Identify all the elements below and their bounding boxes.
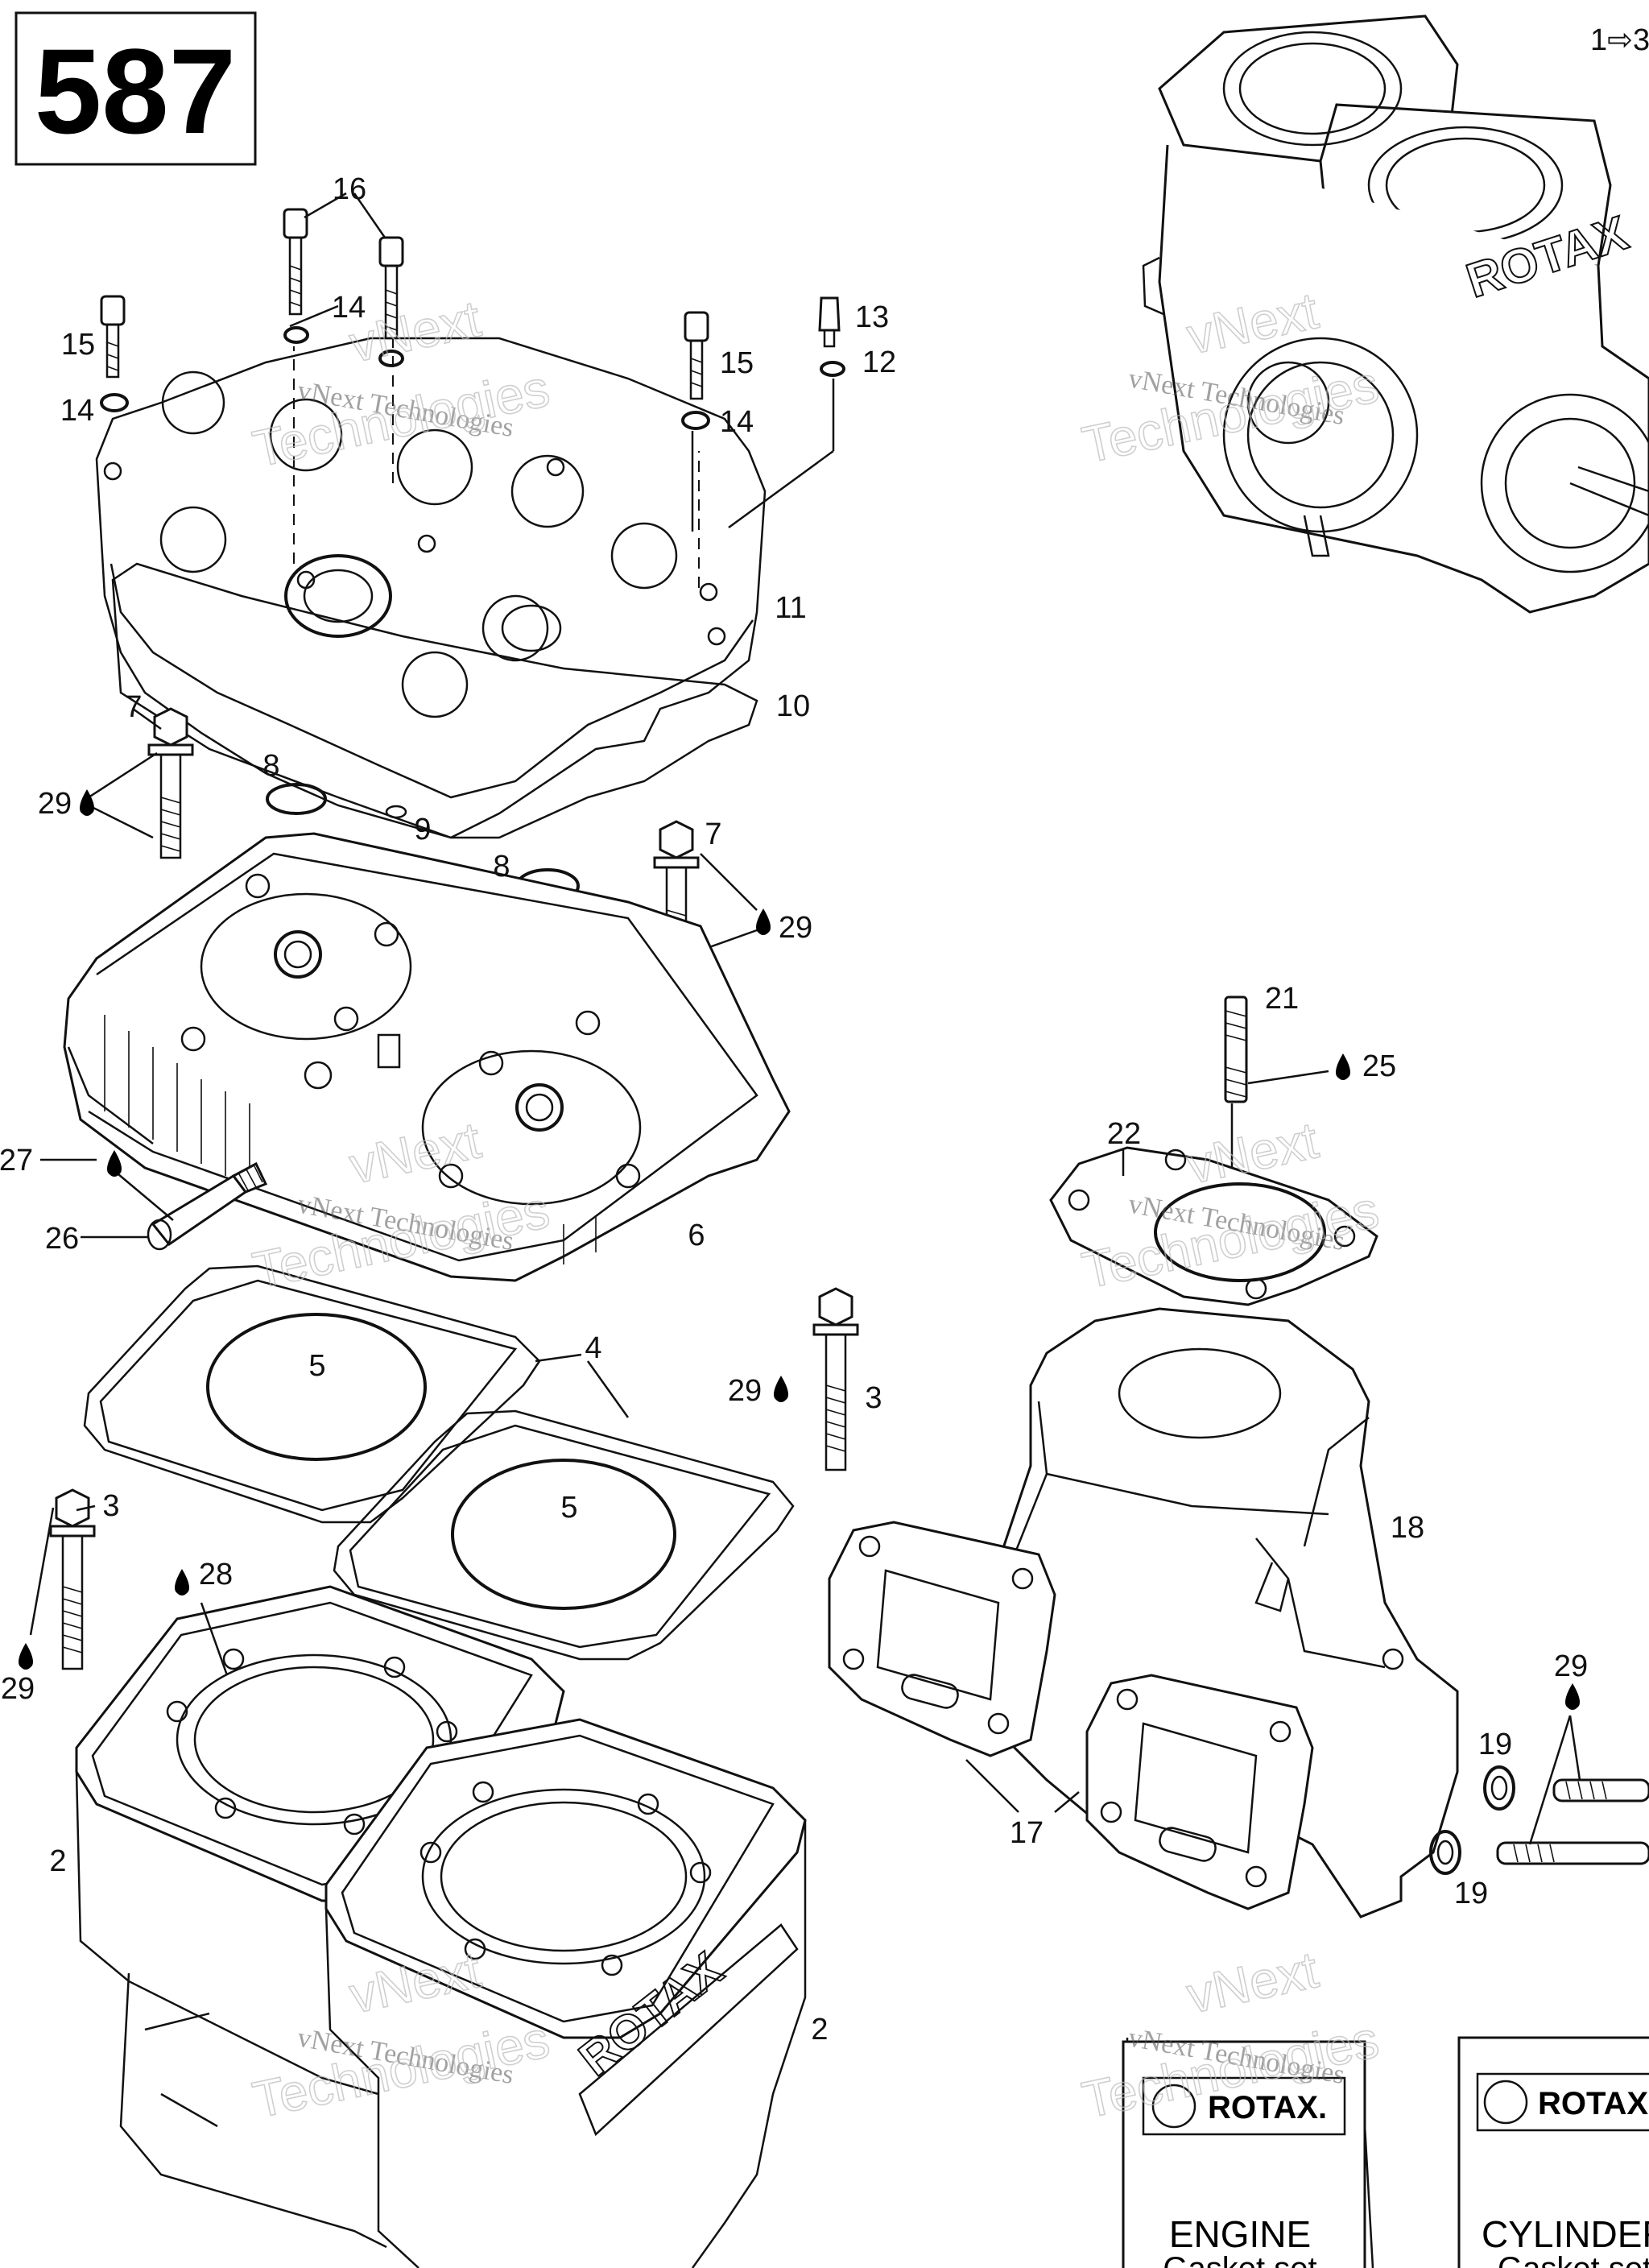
bolt-item-16a: [283, 208, 308, 316]
washer-items-14: [100, 326, 710, 430]
callout-14: 14: [332, 291, 366, 325]
callout-16: 16: [333, 172, 366, 206]
callout-29: 29: [728, 1374, 762, 1408]
callout-19: 19: [1478, 1728, 1512, 1761]
callout-5: 5: [308, 1349, 325, 1383]
callout-15: 15: [720, 346, 754, 380]
callout-9: 9: [414, 813, 431, 846]
callout-8: 8: [262, 749, 279, 783]
callout-15: 15: [61, 328, 95, 362]
leader-lines-top: [289, 192, 835, 532]
callout-22: 22: [1107, 1117, 1141, 1151]
callout-4: 4: [585, 1331, 601, 1365]
callout-2: 2: [811, 2013, 828, 2047]
drop-icon: [80, 789, 94, 816]
callout-29: 29: [1, 1672, 35, 1706]
callout-13: 13: [855, 300, 889, 334]
bolt-item-15b: [684, 311, 709, 400]
callout-29: 29: [38, 787, 72, 821]
drop-icon: [774, 1376, 788, 1402]
watermarks: vNext Technologies vNext Technologies vN…: [247, 280, 1384, 2129]
leader-lines-4: [535, 1353, 630, 1418]
badge-number: 587: [35, 23, 236, 159]
callout-27: 27: [0, 1144, 33, 1177]
callout-14: 14: [60, 394, 94, 428]
page-badge: 587: [14, 11, 257, 166]
booklet-cylinder-subtitle: Gasket set: [1498, 2251, 1649, 2268]
drop-icon: [756, 908, 771, 935]
leader-line-28: [200, 1602, 229, 1676]
callout-8: 8: [493, 850, 510, 884]
washer-items-19: [1429, 1765, 1515, 1875]
booklet-engine-brand: ROTAX.: [1208, 2090, 1327, 2125]
leader-line-21-25: [1230, 1070, 1329, 1168]
callout-21: 21: [1265, 982, 1299, 1016]
watermark-big: vNext: [345, 1940, 486, 2024]
booklet-engine-subtitle: Gasket set: [1163, 2251, 1316, 2268]
callout-10: 10: [776, 689, 810, 723]
callout-1-3: 1⇨3: [1590, 23, 1649, 57]
callout-29: 29: [779, 911, 812, 945]
sensor-item-26: [147, 1161, 268, 1251]
gasket-item-22: [1049, 1146, 1378, 1306]
callout-19: 19: [1454, 1877, 1488, 1910]
callout-labels: 1⇨3 2 2 3 3 4 5 5 6 7 7 8 8 9 10 11 12 1…: [0, 23, 1649, 2047]
drop-icon: [19, 1643, 33, 1670]
leader-lines-7: [88, 707, 758, 952]
gasket-item-4a: [83, 1264, 541, 1524]
leader-lines-3: [29, 1504, 96, 1636]
callout-17: 17: [1010, 1816, 1044, 1850]
engine-assembly-illustration: ROTAX: [1142, 14, 1649, 614]
booklet-cylinder-brand: ROTAX: [1538, 2086, 1648, 2121]
callout-3: 3: [865, 1381, 882, 1415]
bolt-item-3b: [812, 1287, 859, 1471]
bolt-item-16b: [378, 236, 404, 340]
drop-icon: [175, 1569, 189, 1595]
exhaust-gasket-item-17: [828, 1521, 1314, 1910]
watermark-big: Technologies: [248, 2010, 554, 2129]
callout-14: 14: [720, 405, 754, 439]
callout-7: 7: [125, 690, 142, 724]
watermark-big: vNext: [345, 289, 486, 373]
callout-11: 11: [775, 591, 806, 625]
bolt-item-7a: [147, 707, 194, 859]
booklet-cylinder-title: CYLINDER: [1482, 2213, 1649, 2255]
callout-28: 28: [199, 1558, 233, 1591]
watermark-big: vNext: [1182, 1940, 1323, 2024]
callout-26: 26: [45, 1222, 79, 1256]
callout-3: 3: [102, 1489, 119, 1523]
drop-icon: [1336, 1053, 1350, 1080]
gasket-set-booklet-engine: ROTAX. ENGINE Gasket set: [1122, 2038, 1374, 2268]
leader-lines-26-27: [40, 1158, 174, 1239]
fitting-item-13: [818, 296, 845, 377]
bolt-item-3a: [49, 1488, 96, 1670]
leader-lines-29-right: [1528, 1715, 1581, 1845]
cylinder-head-cover-illustration: [95, 337, 767, 839]
callout-25: 25: [1362, 1049, 1396, 1083]
watermark-big: vNext: [1182, 1111, 1323, 1194]
drop-icon: [1565, 1683, 1580, 1710]
gasket-item-10: [111, 562, 758, 839]
callout-7: 7: [705, 817, 721, 851]
callout-6: 6: [688, 1219, 705, 1252]
callout-18: 18: [1391, 1511, 1424, 1545]
gasket-set-booklet-cylinder: ROTAX CYLINDER Gasket set: [1457, 2036, 1649, 2268]
leader-lines-17: [965, 1759, 1080, 1813]
booklet-engine-title: ENGINE: [1169, 2213, 1311, 2255]
watermark-big: Technologies: [248, 359, 554, 478]
callout-2: 2: [49, 1844, 66, 1878]
lubricant-drop-icons: [19, 789, 1580, 1710]
stud-items-29: [1496, 1778, 1649, 1865]
callout-5: 5: [560, 1491, 577, 1525]
bolt-item-15a: [100, 295, 126, 379]
callout-29: 29: [1554, 1649, 1588, 1683]
callout-12: 12: [862, 346, 896, 379]
stud-item-21: [1224, 995, 1248, 1103]
drop-icon: [107, 1150, 122, 1177]
